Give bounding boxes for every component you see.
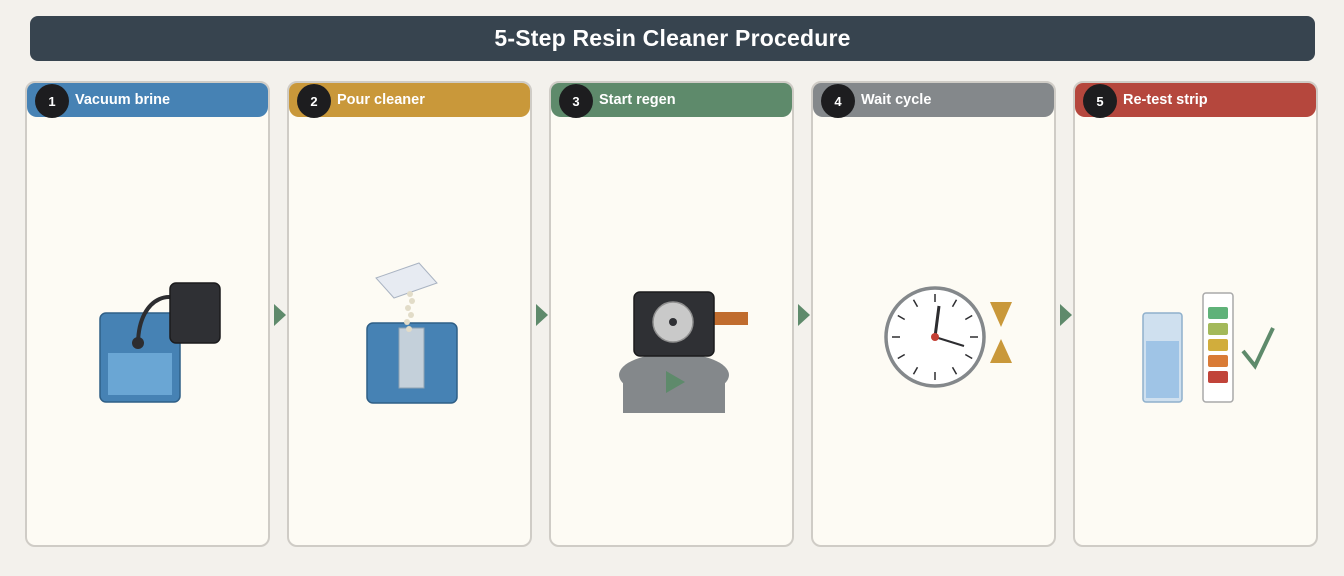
pour-cleaner-packet-icon	[366, 262, 458, 404]
step-label-1: Vacuum brine	[75, 92, 171, 108]
step-number-badge-3: 3	[559, 84, 593, 118]
step-label-3: Start regen	[599, 92, 676, 108]
flow-arrow-2	[536, 304, 548, 326]
brine-tank-vacuum-icon	[99, 282, 221, 403]
flow-arrow-3	[798, 304, 810, 326]
step-number-badge-4: 4	[821, 84, 855, 118]
step-number-badge-5: 5	[1083, 84, 1117, 118]
step-card-1: Vacuum brine 1	[25, 81, 270, 547]
clock-hourglass-icon	[884, 286, 1012, 388]
step-label-5: Re-test strip	[1123, 92, 1208, 108]
test-strip-checkmark-icon	[1142, 292, 1275, 403]
step-card-4: Wait cycle 4	[811, 81, 1056, 547]
step-card-3: Start regen 3	[549, 81, 794, 547]
flow-arrow-4	[1060, 304, 1072, 326]
page-title: 5-Step Resin Cleaner Procedure	[494, 25, 851, 51]
regen-valve-play-icon	[619, 291, 748, 413]
step-label-2: Pour cleaner	[337, 92, 425, 108]
step-label-4: Wait cycle	[861, 92, 932, 108]
title-bar: 5-Step Resin Cleaner Procedure	[30, 16, 1315, 61]
step-card-5: Re-test strip 5	[1073, 81, 1318, 547]
step-number-badge-2: 2	[297, 84, 331, 118]
step-number-badge-1: 1	[35, 84, 69, 118]
flow-arrow-1	[274, 304, 286, 326]
step-card-2: Pour cleaner 2	[287, 81, 532, 547]
